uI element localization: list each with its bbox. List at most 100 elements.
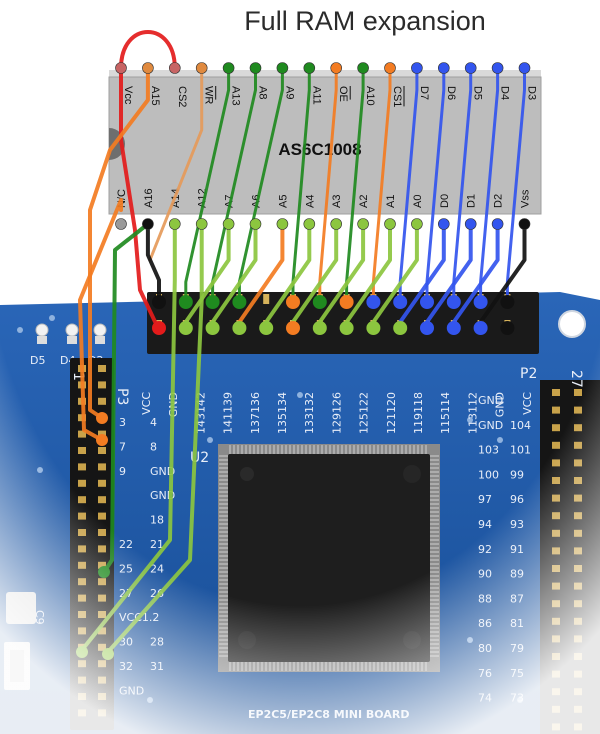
header-pin xyxy=(78,709,86,717)
chip-bottom-pin xyxy=(437,218,450,230)
header-pin xyxy=(98,529,106,536)
header-pin xyxy=(263,294,270,304)
chip-bottom-pin-label: A5 xyxy=(277,195,289,208)
wire-gnd-stub xyxy=(145,222,161,304)
right-header-silk-label: 100 xyxy=(478,468,499,481)
header-pin xyxy=(552,477,560,484)
header-pin xyxy=(78,693,86,700)
chip-top-pin xyxy=(411,62,423,74)
right-header-silk-label: 74 xyxy=(478,692,492,705)
top-header-silk-label: VCC xyxy=(140,392,153,415)
right-header-silk-label: 86 xyxy=(478,617,492,630)
chip-top-pin-label: A15 xyxy=(149,86,161,106)
right-header-silk-label: 103 xyxy=(478,444,499,457)
right-header-silk-label: 104 xyxy=(510,419,531,432)
header-back-pin-dot xyxy=(393,295,408,309)
left-header-silk-label: 32 xyxy=(119,660,133,673)
chip-bottom-pin xyxy=(142,218,154,230)
right-header-silk-label: 97 xyxy=(478,493,492,506)
top-header-silk-label: 135134 xyxy=(276,392,289,434)
left-header-wire-end xyxy=(76,646,88,658)
header-pin xyxy=(574,565,582,572)
header-pin xyxy=(98,611,106,618)
header-pin xyxy=(78,545,86,553)
chip-bottom-pin xyxy=(384,218,396,230)
chip-bottom-pin xyxy=(464,218,477,230)
chip-bottom-pin xyxy=(411,218,423,230)
right-header-silk-label: 91 xyxy=(510,543,524,556)
header-pin xyxy=(98,512,106,520)
header-pin xyxy=(552,389,560,396)
board-via xyxy=(17,327,23,333)
header-pin xyxy=(98,365,106,372)
chip-top-pin xyxy=(303,62,316,74)
chip-top-pin-label: CS2 xyxy=(176,86,188,107)
right-header-silk-label: 73 xyxy=(510,692,524,705)
chip-top-pin xyxy=(437,62,450,74)
chip-top-pin xyxy=(222,62,235,74)
header-pin xyxy=(78,529,86,536)
header-pin xyxy=(574,547,582,555)
chip-top-pin-label: OE xyxy=(337,86,349,102)
header-pin xyxy=(78,627,86,635)
chip-bottom-pin xyxy=(115,218,127,230)
fpga-mold-mark-3 xyxy=(403,465,421,483)
header-pin xyxy=(552,459,560,467)
chip-bottom-pin-label: A0 xyxy=(412,195,424,208)
board-via xyxy=(37,467,43,473)
header-back-pin-dot xyxy=(500,295,515,309)
chip-bottom-pin-label: D1 xyxy=(466,194,478,208)
header-pin xyxy=(78,578,86,586)
chip-top-pin-label: D5 xyxy=(472,86,484,100)
header-pin xyxy=(98,594,106,602)
right-header-housing xyxy=(540,380,600,734)
chip-top-pin-label: D4 xyxy=(499,86,511,100)
header-pin xyxy=(98,545,106,553)
header-pin xyxy=(552,547,560,555)
header-pin xyxy=(552,424,560,432)
header-pin xyxy=(98,381,106,389)
header-pin xyxy=(574,512,582,520)
chip-top-pin-label: D6 xyxy=(445,86,457,100)
board-via xyxy=(297,392,303,398)
right-header-silk-label: 89 xyxy=(510,568,524,581)
chip-top-pin-label: D7 xyxy=(418,86,430,100)
chip-bottom-pin-label: A1 xyxy=(385,195,397,208)
header-pin xyxy=(574,670,582,678)
left-header-silk-label: 31 xyxy=(150,660,164,673)
header-pin xyxy=(574,582,582,590)
header-back-pin-dot xyxy=(312,295,327,309)
left-header-wire-end xyxy=(96,434,108,446)
top-header-silk-label: 125122 xyxy=(358,392,371,434)
header-pin xyxy=(552,723,560,731)
header-back-pin-dot xyxy=(446,295,461,309)
chip-top-pin xyxy=(384,62,396,74)
chip-top-pin-label: CS1 xyxy=(391,86,403,107)
right-header-silk-label: 99 xyxy=(510,468,524,481)
chip-top-pin-label: Vcc xyxy=(122,86,134,105)
header-back-pin-dot xyxy=(339,295,354,309)
right-header-silk-label: 90 xyxy=(478,568,492,581)
chip-top-pin xyxy=(142,62,154,74)
left-header-wire-end xyxy=(102,648,114,660)
chip-top-pin-label: WR xyxy=(203,86,215,104)
left-header-wire-end xyxy=(96,412,108,424)
header-pin xyxy=(552,529,560,537)
board-name-label: EP2C5/EP2C8 MINI BOARD xyxy=(248,708,409,721)
top-header-silk-label: 137136 xyxy=(249,392,262,434)
left-header-silk-label: 25 xyxy=(119,562,133,575)
left-header-silk-label: GND xyxy=(119,684,144,697)
header-pin xyxy=(78,447,86,454)
header-p2-label: P2 xyxy=(520,366,537,382)
left-header-silk-label: 7 xyxy=(119,440,126,453)
header-front-pin-dot xyxy=(420,321,434,335)
header-pin xyxy=(78,561,86,569)
header-pin xyxy=(552,441,560,449)
header-pin xyxy=(78,463,86,471)
chip-top-pin-label: A9 xyxy=(283,86,295,99)
header-front-pin-dot xyxy=(286,321,300,335)
chip-bottom-pin xyxy=(276,218,289,230)
header-pin xyxy=(98,479,106,487)
led-body xyxy=(95,336,105,344)
